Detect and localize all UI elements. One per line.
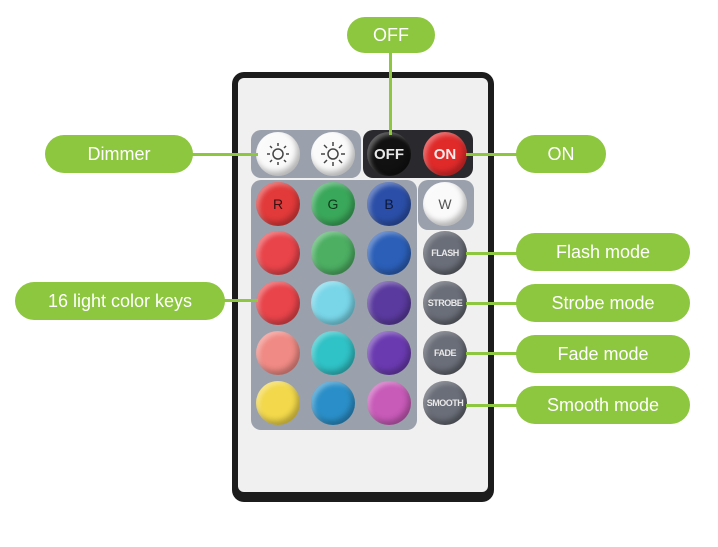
on-button[interactable]: ON [423, 132, 467, 176]
brightness-down-icon [267, 143, 289, 165]
on-callout-text: ON [547, 143, 575, 164]
color-key-7[interactable] [256, 331, 300, 375]
strobe-callout-text: Strobe mode [551, 292, 655, 313]
fade-button[interactable]: FADE [423, 331, 467, 375]
white-button[interactable]: W [423, 182, 467, 226]
smooth-button-label: SMOOTH [426, 398, 464, 408]
strobe-button[interactable]: STROBE [423, 281, 467, 325]
color-keys-callout: 16 light color keys [15, 282, 225, 320]
color-key-11[interactable] [311, 381, 355, 425]
fade-callout-text: Fade mode [557, 343, 649, 364]
color-key-6[interactable] [367, 281, 411, 325]
color-key-8[interactable] [311, 331, 355, 375]
color-key-4[interactable] [256, 281, 300, 325]
flash-callout-text: Flash mode [555, 241, 651, 262]
smooth-callout-text: Smooth mode [546, 394, 660, 415]
strobe-button-label: STROBE [427, 298, 463, 308]
flash-callout: Flash mode [516, 233, 690, 271]
smooth-button[interactable]: SMOOTH [423, 381, 467, 425]
green-button[interactable]: G [311, 182, 355, 226]
color-keys-callout-text: 16 light color keys [47, 290, 193, 311]
off-callout-text: OFF [373, 24, 409, 45]
fade-callout-line [466, 352, 518, 355]
off-callout: OFF [347, 17, 435, 53]
color-key-1[interactable] [256, 231, 300, 275]
color-keys-callout-line [222, 299, 258, 302]
color-key-5[interactable] [311, 281, 355, 325]
flash-callout-line [466, 252, 518, 255]
brightness-up-icon [321, 142, 345, 166]
dim-up-button[interactable] [311, 132, 355, 176]
smooth-callout: Smooth mode [516, 386, 690, 424]
on-callout-line [466, 153, 518, 156]
dimmer-callout: Dimmer [45, 135, 193, 173]
off-button[interactable]: OFF [367, 132, 411, 176]
flash-button[interactable]: FLASH [423, 231, 467, 275]
color-key-10[interactable] [256, 381, 300, 425]
strobe-callout: Strobe mode [516, 284, 690, 322]
red-button-label: R [272, 196, 284, 212]
color-key-3[interactable] [367, 231, 411, 275]
white-button-label: W [438, 196, 452, 212]
flash-button-label: FLASH [431, 248, 459, 258]
color-key-12[interactable] [367, 381, 411, 425]
green-button-label: G [327, 196, 339, 212]
on-button-label: ON [433, 145, 457, 163]
off-callout-line [389, 50, 392, 135]
smooth-callout-line [466, 404, 518, 407]
strobe-callout-line [466, 302, 518, 305]
on-callout: ON [516, 135, 606, 173]
fade-callout: Fade mode [516, 335, 690, 373]
blue-button[interactable]: B [367, 182, 411, 226]
dimmer-callout-line [190, 153, 258, 156]
dim-down-button[interactable] [256, 132, 300, 176]
color-key-2[interactable] [311, 231, 355, 275]
blue-button-label: B [384, 196, 394, 212]
color-key-9[interactable] [367, 331, 411, 375]
off-button-label: OFF [374, 145, 404, 163]
fade-button-label: FADE [433, 348, 457, 358]
red-button[interactable]: R [256, 182, 300, 226]
dimmer-callout-text: Dimmer [87, 143, 151, 164]
